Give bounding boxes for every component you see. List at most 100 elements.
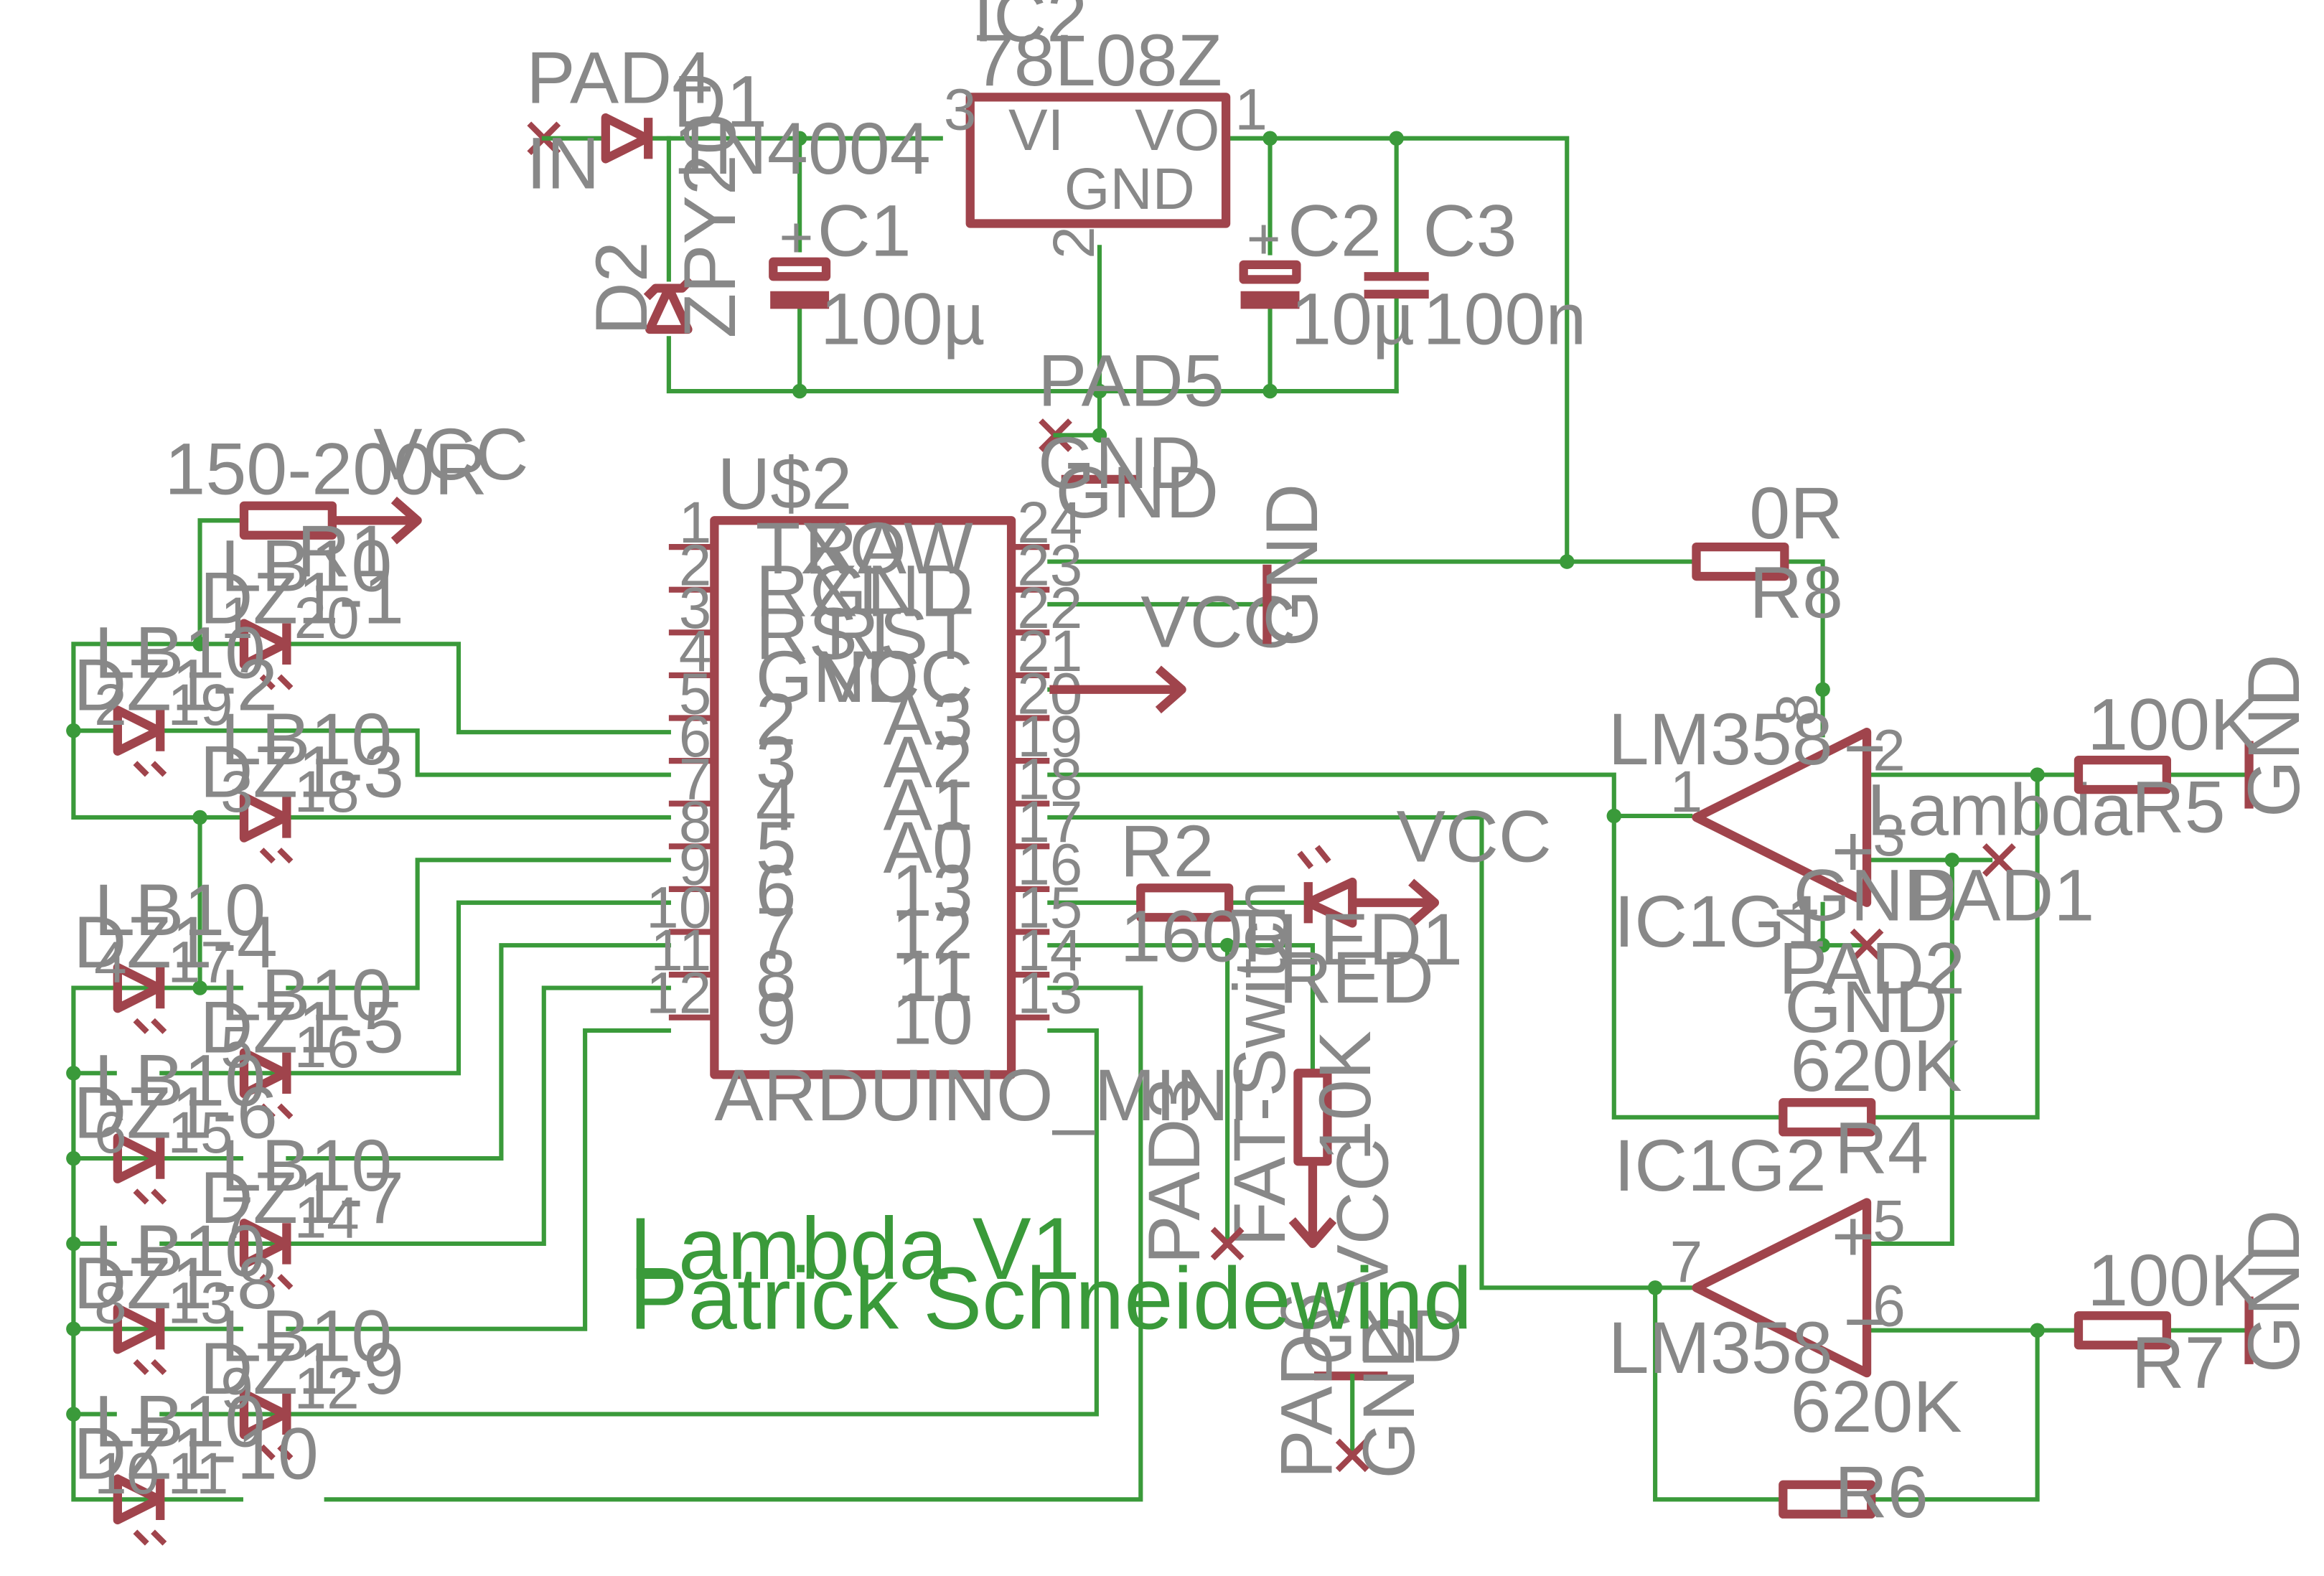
segment-name: DZ1-1 bbox=[200, 557, 404, 639]
mcu-right-pin-number: 21 bbox=[1017, 619, 1082, 684]
segment-cathode-pin: 14 bbox=[294, 1186, 360, 1251]
segment-name: DZ1-2 bbox=[73, 643, 277, 726]
fat-switch-value: 10K bbox=[1303, 1031, 1386, 1161]
resistor-r6: 620K R6 bbox=[1779, 1365, 1962, 1533]
c3-value: 100n bbox=[1423, 277, 1587, 360]
led-triangle bbox=[113, 705, 164, 756]
mcu-right-pin-label: A2 bbox=[884, 721, 973, 803]
mcu-right-pin-number: 19 bbox=[1017, 704, 1082, 769]
ic1g2-pin6: 6 bbox=[1873, 1274, 1906, 1339]
segment-cathode-pin: 19 bbox=[167, 672, 233, 738]
r7-name: R7 bbox=[2132, 1321, 2226, 1404]
capacitor-c3: C3 100n bbox=[1364, 189, 1587, 360]
mcu-right-pin-number: 16 bbox=[1017, 832, 1082, 898]
d1-name: D1 bbox=[673, 60, 767, 142]
mcu-left-pin-number: 12 bbox=[646, 961, 711, 1026]
light-emission-arrows bbox=[133, 1188, 167, 1205]
segment-cathode-pin: 11 bbox=[167, 1441, 228, 1506]
ic1g1-pin8: 8 bbox=[1764, 693, 1829, 726]
d2-value: ZPY20 bbox=[668, 113, 751, 338]
fat-switch-vcc: VCC bbox=[1321, 1138, 1403, 1293]
pad1: Lambda PAD1 bbox=[1867, 769, 2132, 937]
mcu-right-pin-label: RST bbox=[826, 592, 973, 675]
light-emission-arrows bbox=[259, 1103, 294, 1120]
mcu-left-pin-number: 3 bbox=[679, 576, 712, 641]
ic1g1-plus: + bbox=[1832, 810, 1875, 892]
mcu-right-pin-label: 13 bbox=[891, 849, 973, 932]
segment-anode-pin: 1 bbox=[220, 586, 253, 651]
mcu-left-pin-label: RST bbox=[756, 592, 903, 675]
segment-part: LB10 bbox=[220, 698, 392, 780]
pad4-name: PAD4 bbox=[526, 37, 713, 119]
resistor-r5: 100K R5 GND bbox=[2074, 654, 2315, 848]
mcu-left-pin-label: 5 bbox=[756, 806, 797, 888]
ic1g1-pin3: 3 bbox=[1873, 803, 1906, 868]
mcu-left-pin-number: 4 bbox=[679, 619, 712, 684]
pad1-name: PAD1 bbox=[1908, 853, 2094, 936]
r2-value: 160R bbox=[1120, 895, 1296, 977]
pad5: PAD5 GND GND bbox=[1038, 339, 1224, 534]
wires bbox=[71, 136, 2252, 1502]
segment-cathode-pin: 16 bbox=[294, 1015, 360, 1080]
ic2-vi: VI bbox=[1008, 98, 1064, 163]
segment-cathode-pin: 13 bbox=[167, 1270, 233, 1336]
segment-anode-pin: 4 bbox=[94, 929, 127, 995]
title-line2: Patrick Schneidewind bbox=[629, 1250, 1473, 1348]
segment-anode-pin: 10 bbox=[94, 1441, 159, 1506]
mcu-right-pin-number: 15 bbox=[1017, 875, 1082, 940]
r7-gnd: GND bbox=[2232, 1210, 2315, 1374]
c1-value: 100µ bbox=[820, 277, 985, 360]
mcu-left-pin-number: 7 bbox=[679, 747, 712, 812]
pad2-gnd1: GND bbox=[1794, 853, 1957, 936]
mcu-name: U$2 bbox=[717, 442, 852, 525]
fat-switch-name: FAT-Switch bbox=[1218, 881, 1301, 1247]
ic1g2-name: IC1G2 bbox=[1614, 1124, 1827, 1206]
segment-name: DZ1-3 bbox=[200, 730, 404, 812]
light-emission-arrows bbox=[259, 848, 294, 864]
pad2-gnd2: GND bbox=[1784, 965, 1948, 1048]
diode-d1: D1 1N4004 bbox=[601, 60, 931, 189]
r5-gnd: GND bbox=[2232, 654, 2315, 817]
ic2-name: IC2 bbox=[973, 0, 1087, 57]
opamp-ic1g1: − + LM358 IC1G1 1 2 3 4 8 bbox=[1608, 693, 1906, 962]
mcu-right-pin-label: RAW bbox=[805, 507, 973, 589]
resistor-r7: 100K R7 GND bbox=[2074, 1210, 2315, 1404]
segment-part: LB10 bbox=[220, 525, 392, 607]
opamp-ic1g2: + − IC1G2 LM358 5 6 7 bbox=[1608, 1124, 1906, 1389]
light-emission-arrows bbox=[259, 1274, 294, 1290]
led-triangle bbox=[239, 1219, 290, 1269]
segment-part: LB10 bbox=[94, 611, 266, 693]
ic1g1-pin2: 2 bbox=[1873, 718, 1906, 783]
ic1g1-name: IC1G1 bbox=[1614, 880, 1827, 962]
r2-name: R2 bbox=[1120, 810, 1214, 892]
ic2-pin3: 3 bbox=[944, 77, 977, 142]
mcu-left-pin-number: 10 bbox=[646, 875, 711, 940]
d2-name: D2 bbox=[580, 241, 662, 335]
mcu-right-pin-number: 17 bbox=[1017, 789, 1082, 855]
zener-d2: D2 ZPY20 bbox=[580, 113, 751, 338]
resistor-r8: 0R R8 bbox=[1692, 472, 1843, 633]
pad6-gnd2: GND bbox=[1347, 1315, 1430, 1479]
c2-name: C2 bbox=[1288, 189, 1382, 272]
regulator-ic2: IC2 78L08Z VI VO GND 3 1 2 bbox=[944, 0, 1268, 259]
ic1g2-minus: − bbox=[1843, 1280, 1886, 1362]
junctions bbox=[66, 131, 2045, 1422]
segment-anode-pin: 3 bbox=[220, 759, 253, 825]
ic1g2-pin5: 5 bbox=[1873, 1188, 1906, 1254]
pad5-gnd1: GND bbox=[1038, 421, 1201, 504]
mcu-right-pin-number: 14 bbox=[1017, 918, 1082, 983]
mcu-right-pin-number: 18 bbox=[1017, 747, 1082, 812]
mcu-right-pin-number: 22 bbox=[1017, 576, 1082, 641]
mcu-left-pin-number: 8 bbox=[679, 789, 712, 855]
